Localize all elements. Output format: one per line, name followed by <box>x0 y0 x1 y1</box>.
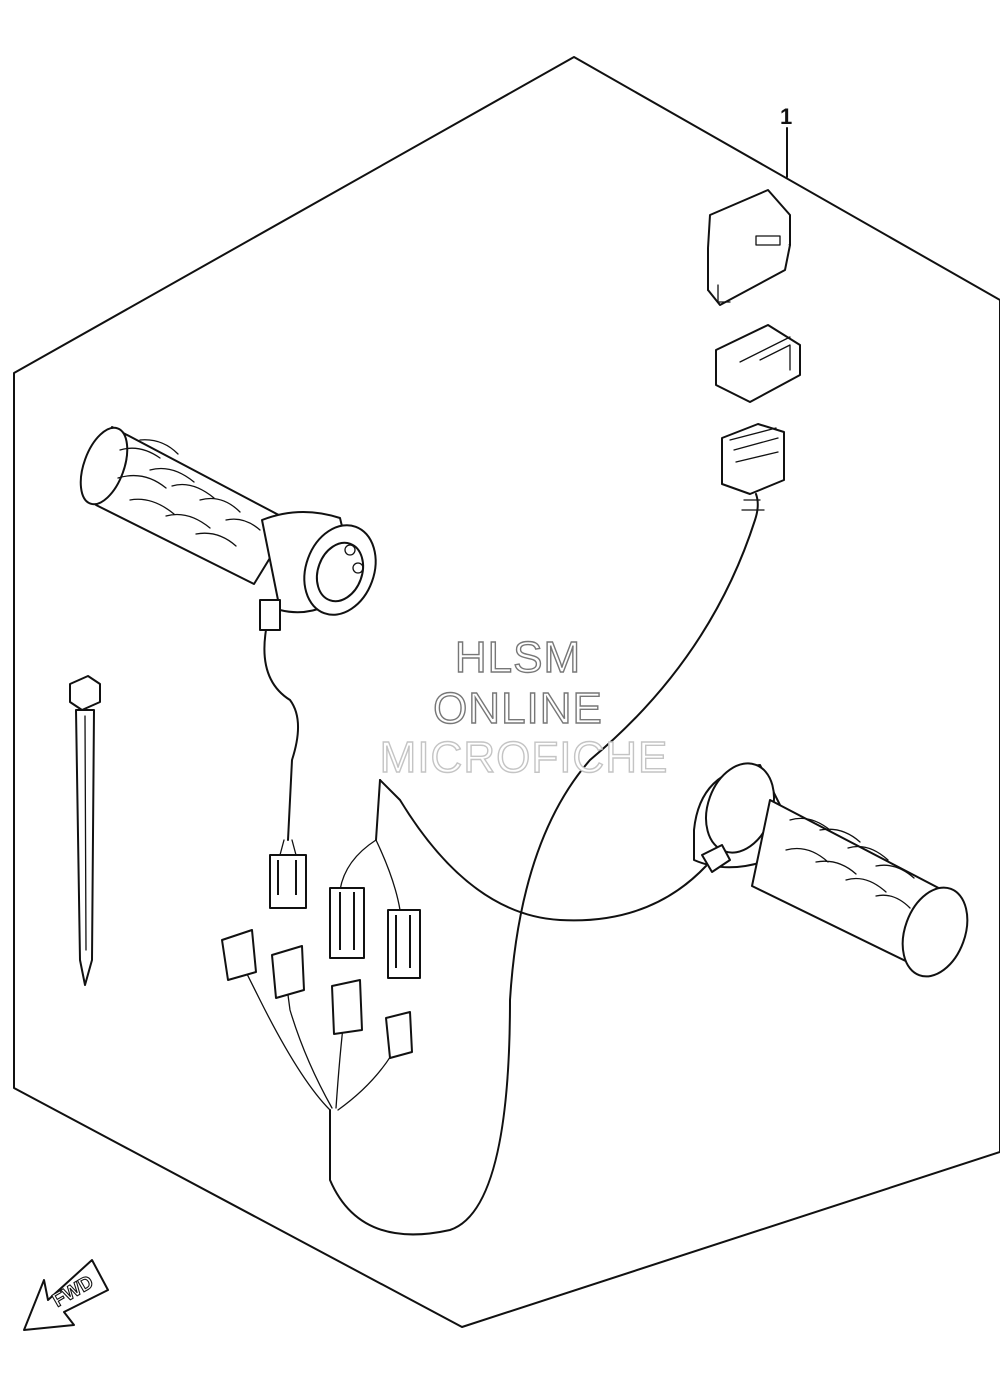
breakout-connector-4 <box>385 1011 413 1059</box>
main-harness-wire <box>329 493 759 1236</box>
relay-body <box>715 324 801 403</box>
breakout-connector-2 <box>271 945 305 999</box>
breakout-connector-3 <box>331 979 363 1035</box>
watermark-line-3: MICROFICHE <box>380 733 669 782</box>
left-grip-connector <box>269 854 307 909</box>
left-grip-lead-wire <box>263 629 300 841</box>
relay-cover <box>707 189 791 306</box>
left-grip <box>79 426 377 631</box>
kit-boundary <box>13 56 1000 1328</box>
main-harness-connector <box>721 423 785 495</box>
cable-tie <box>69 675 101 986</box>
callout-part-number: 1 <box>780 104 792 129</box>
branch-connector-b <box>387 909 421 979</box>
right-grip <box>693 762 969 978</box>
watermark-line-1: HLSM <box>455 633 581 682</box>
breakout-wires <box>239 959 401 1111</box>
breakout-connector-1 <box>221 929 257 981</box>
forward-arrow-icon: FWD <box>23 1259 109 1331</box>
right-grip-lead-wire <box>379 779 707 922</box>
branch-connector-a <box>329 887 365 959</box>
watermark-line-2: ONLINE <box>433 684 603 733</box>
